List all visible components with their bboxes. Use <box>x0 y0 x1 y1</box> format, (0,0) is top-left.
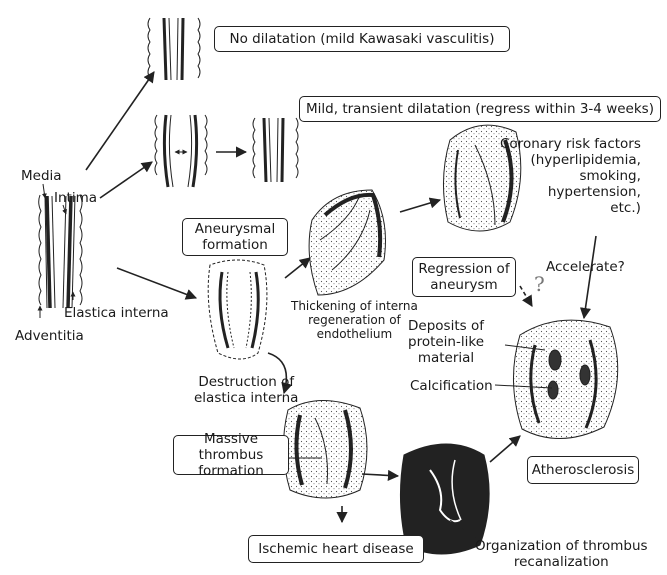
label-calcification: Calcification <box>410 378 493 394</box>
label-organization-of-thrombus: Organization of thrombus recanalization <box>475 538 648 570</box>
label-accelerate: Accelerate? <box>546 259 625 275</box>
vessel-destruction <box>208 260 267 359</box>
label-media: Media <box>21 168 62 184</box>
vessel-regressed <box>253 118 298 182</box>
label-deposits: Deposits of protein-like material <box>408 318 484 366</box>
box-ischemic-heart-disease: Ischemic heart disease <box>248 535 424 563</box>
label-coronary-risk-factors: Coronary risk factors (hyperlipidemia, s… <box>500 136 641 216</box>
label-adventitia: Adventitia <box>15 328 84 344</box>
vessel-atherosclerosis <box>513 320 617 438</box>
vessel-mild-dilatation <box>155 115 207 187</box>
question-mark-icon: ? <box>534 272 545 296</box>
vessel-massive-thrombus <box>283 400 367 498</box>
label-thickening: Thickening of interna regeneration of en… <box>291 299 418 341</box>
box-mild-dilatation: Mild, transient dilatation (regress with… <box>299 96 661 122</box>
vessel-no-dilatation <box>148 18 200 80</box>
box-atherosclerosis: Atherosclerosis <box>527 456 639 484</box>
label-destruction-of-elastica: Destruction of elastica interna <box>194 374 298 406</box>
box-aneurysmal-formation: Aneurysmal formation <box>182 218 288 256</box>
box-massive-thrombus: Massive thrombus formation <box>173 435 289 475</box>
box-regression-of-aneurysm: Regression of aneurysm <box>412 257 516 297</box>
normal-vessel-wall <box>39 195 82 308</box>
box-no-dilatation: No dilatation (mild Kawasaki vasculitis) <box>214 26 510 52</box>
vessel-aneurysmal <box>309 190 385 295</box>
label-intima: Intima <box>54 190 97 206</box>
label-elastica-interna: Elastica interna <box>64 305 169 321</box>
